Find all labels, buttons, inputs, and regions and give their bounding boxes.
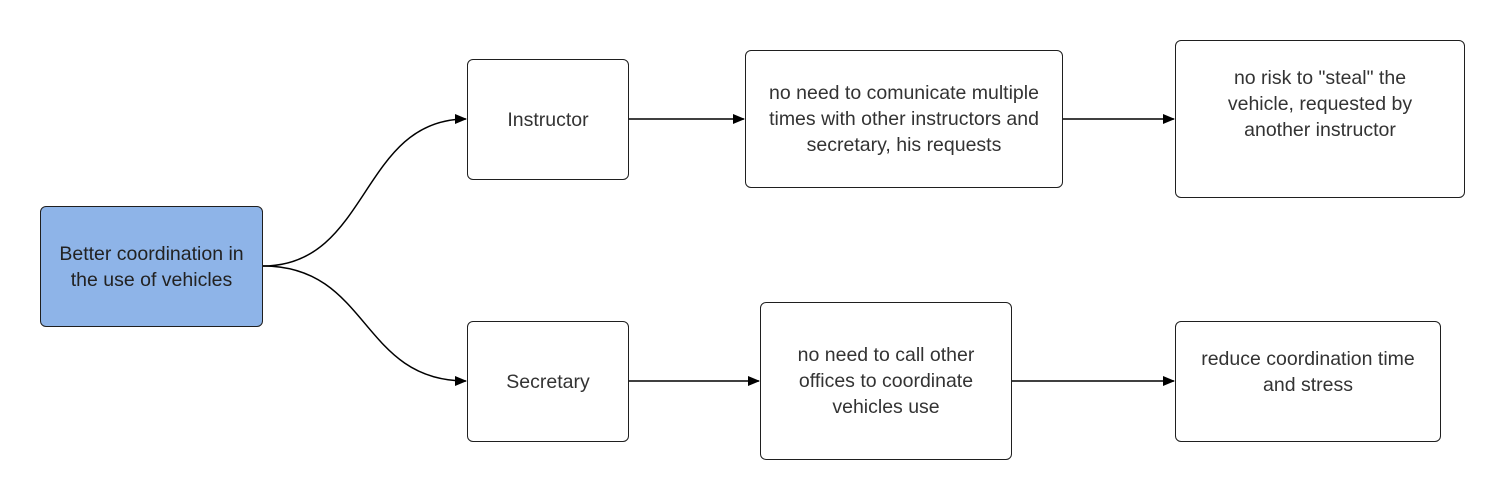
instructor-benefit-label: no need to comunicate multiple times wit… <box>769 82 1039 156</box>
instructor-node-label: Instructor <box>507 108 589 131</box>
root-node: Better coordination in the use of vehicl… <box>40 206 263 327</box>
instructor-outcome-node: no risk to "steal" the vehicle, requeste… <box>1175 40 1465 198</box>
secretary-benefit-label: no need to call other offices to coordin… <box>797 344 975 418</box>
connector-root-to-secretary <box>262 265 467 386</box>
secretary-node-label: Secretary <box>506 370 590 393</box>
instructor-node: Instructor <box>467 59 629 180</box>
secretary-node: Secretary <box>467 321 629 442</box>
root-node-label: Better coordination in the use of vehicl… <box>59 242 244 291</box>
secretary-outcome-node: reduce coordination time and stress <box>1175 321 1441 442</box>
secretary-outcome-label: reduce coordination time and stress <box>1201 347 1415 396</box>
connector-root-to-instructor <box>262 114 467 267</box>
secretary-benefit-node: no need to call other offices to coordin… <box>760 302 1012 460</box>
instructor-outcome-label: no risk to "steal" the vehicle, requeste… <box>1227 67 1413 141</box>
instructor-benefit-node: no need to comunicate multiple times wit… <box>745 50 1063 188</box>
